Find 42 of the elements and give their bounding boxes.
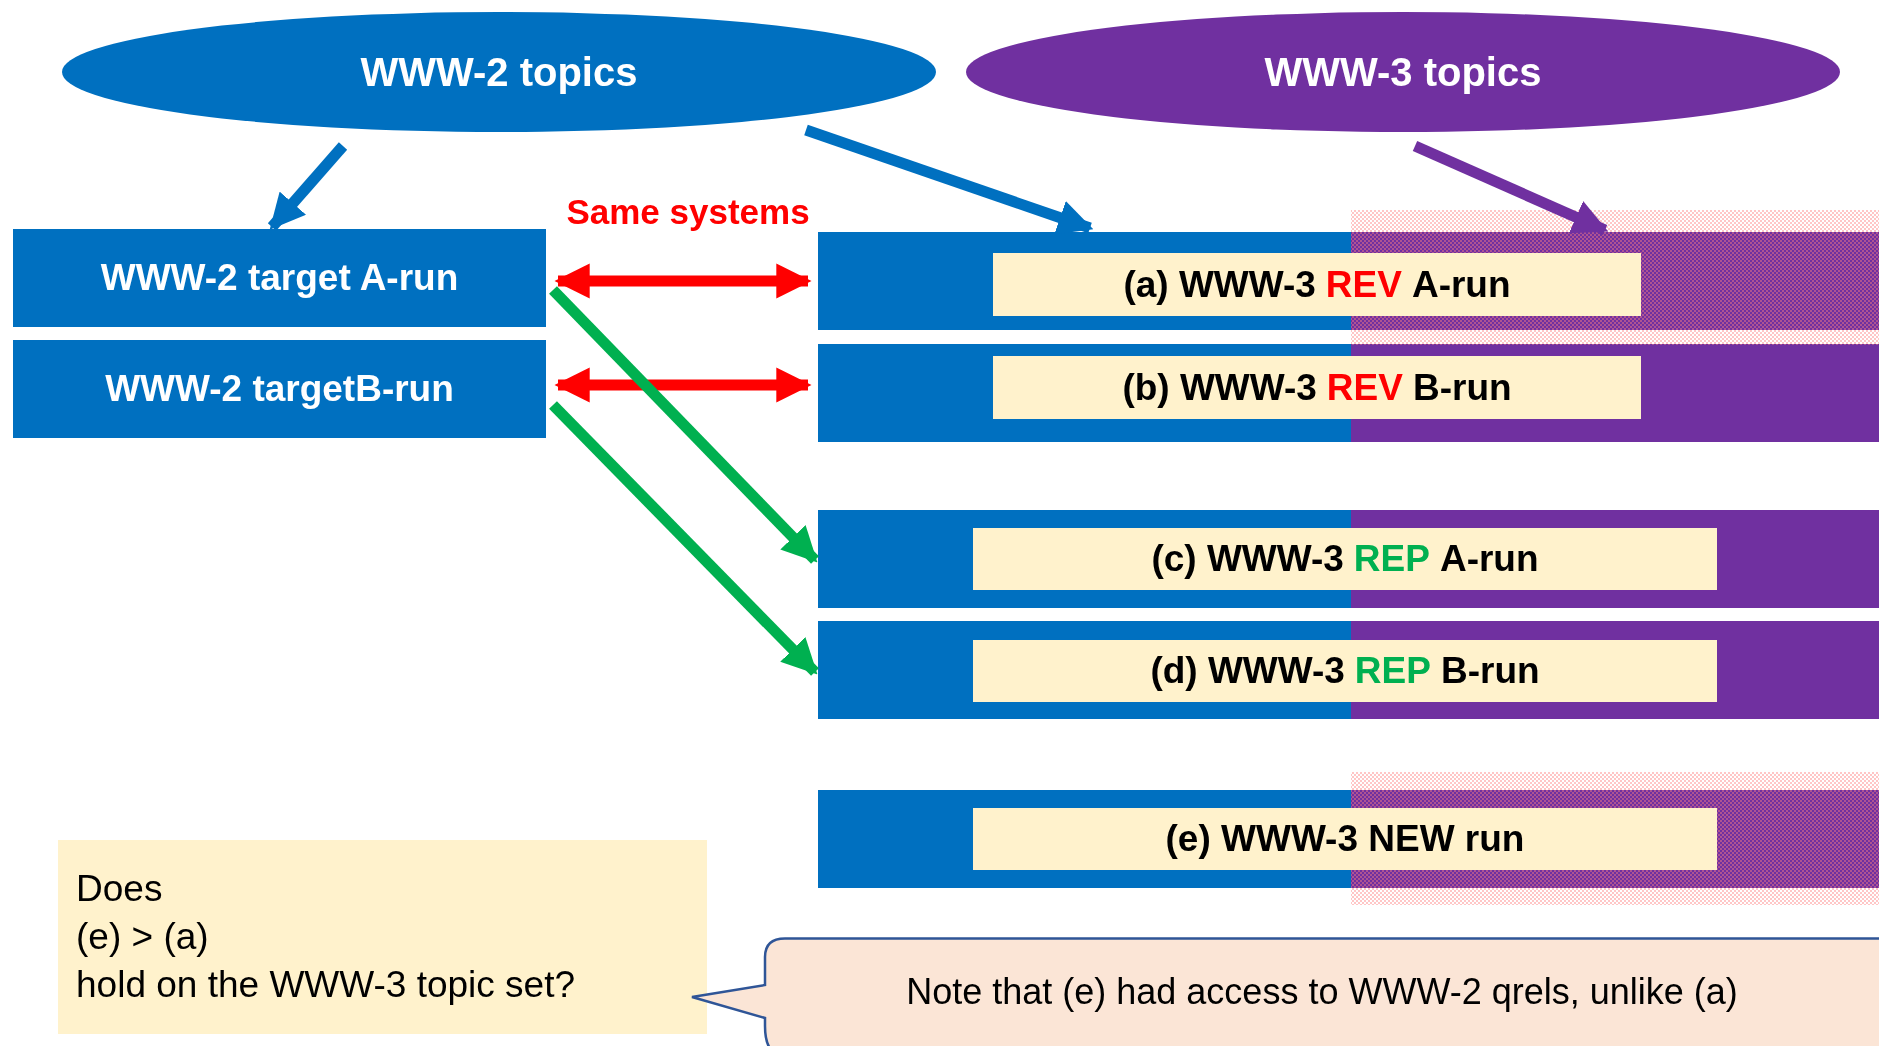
topic-title: WWW-2 topics <box>360 49 638 96</box>
question-text: hold on the WWW-3 topic set? <box>76 963 577 1007</box>
run-text: REV <box>1325 262 1402 307</box>
run-label <box>993 253 1641 316</box>
run-band <box>818 621 1879 719</box>
run-text: REP <box>1354 649 1431 694</box>
arrow <box>554 367 812 403</box>
question-note <box>58 840 707 1034</box>
arrow <box>804 124 1094 235</box>
run-text: (b) WWW-3 <box>1122 365 1317 410</box>
arrow <box>554 263 812 299</box>
question-text: (e) > (a) <box>76 915 210 959</box>
run-label <box>973 528 1717 590</box>
topic-title: WWW-3 topics <box>1264 49 1542 96</box>
run-text: A-run <box>1411 262 1511 307</box>
run-box: WWW-2 targetB-run <box>13 340 546 438</box>
run-band <box>818 232 1879 330</box>
topic-ellipse <box>62 12 936 132</box>
question-text: Does <box>76 867 164 911</box>
run-label <box>973 640 1717 702</box>
run-text: (e) WWW-3 NEW run <box>1165 817 1525 862</box>
run-band <box>818 510 1879 608</box>
run-text: (a) WWW-3 <box>1123 262 1316 307</box>
run-text: REP <box>1353 537 1430 582</box>
run-band <box>818 344 1879 442</box>
note-text: Note that (e) had access to WWW-2 qrels, unlike (a) <box>906 969 1738 1014</box>
run-box: WWW-2 target A-run <box>13 229 546 327</box>
run-text: B-run <box>1412 365 1512 410</box>
run-label <box>973 808 1717 870</box>
arrow <box>1412 140 1609 236</box>
run-text: B-run <box>1440 649 1540 694</box>
speech-bubble <box>690 937 1879 1046</box>
run-text: (d) WWW-3 <box>1150 649 1345 694</box>
run-label <box>993 356 1641 419</box>
run-text: A-run <box>1439 537 1539 582</box>
topic-ellipse <box>966 12 1840 132</box>
run-text: REV <box>1326 365 1403 410</box>
run-text: (c) WWW-3 <box>1151 537 1344 582</box>
arrow <box>549 401 819 676</box>
run-band <box>818 790 1879 888</box>
arrow <box>267 142 348 231</box>
arrow <box>549 286 819 564</box>
